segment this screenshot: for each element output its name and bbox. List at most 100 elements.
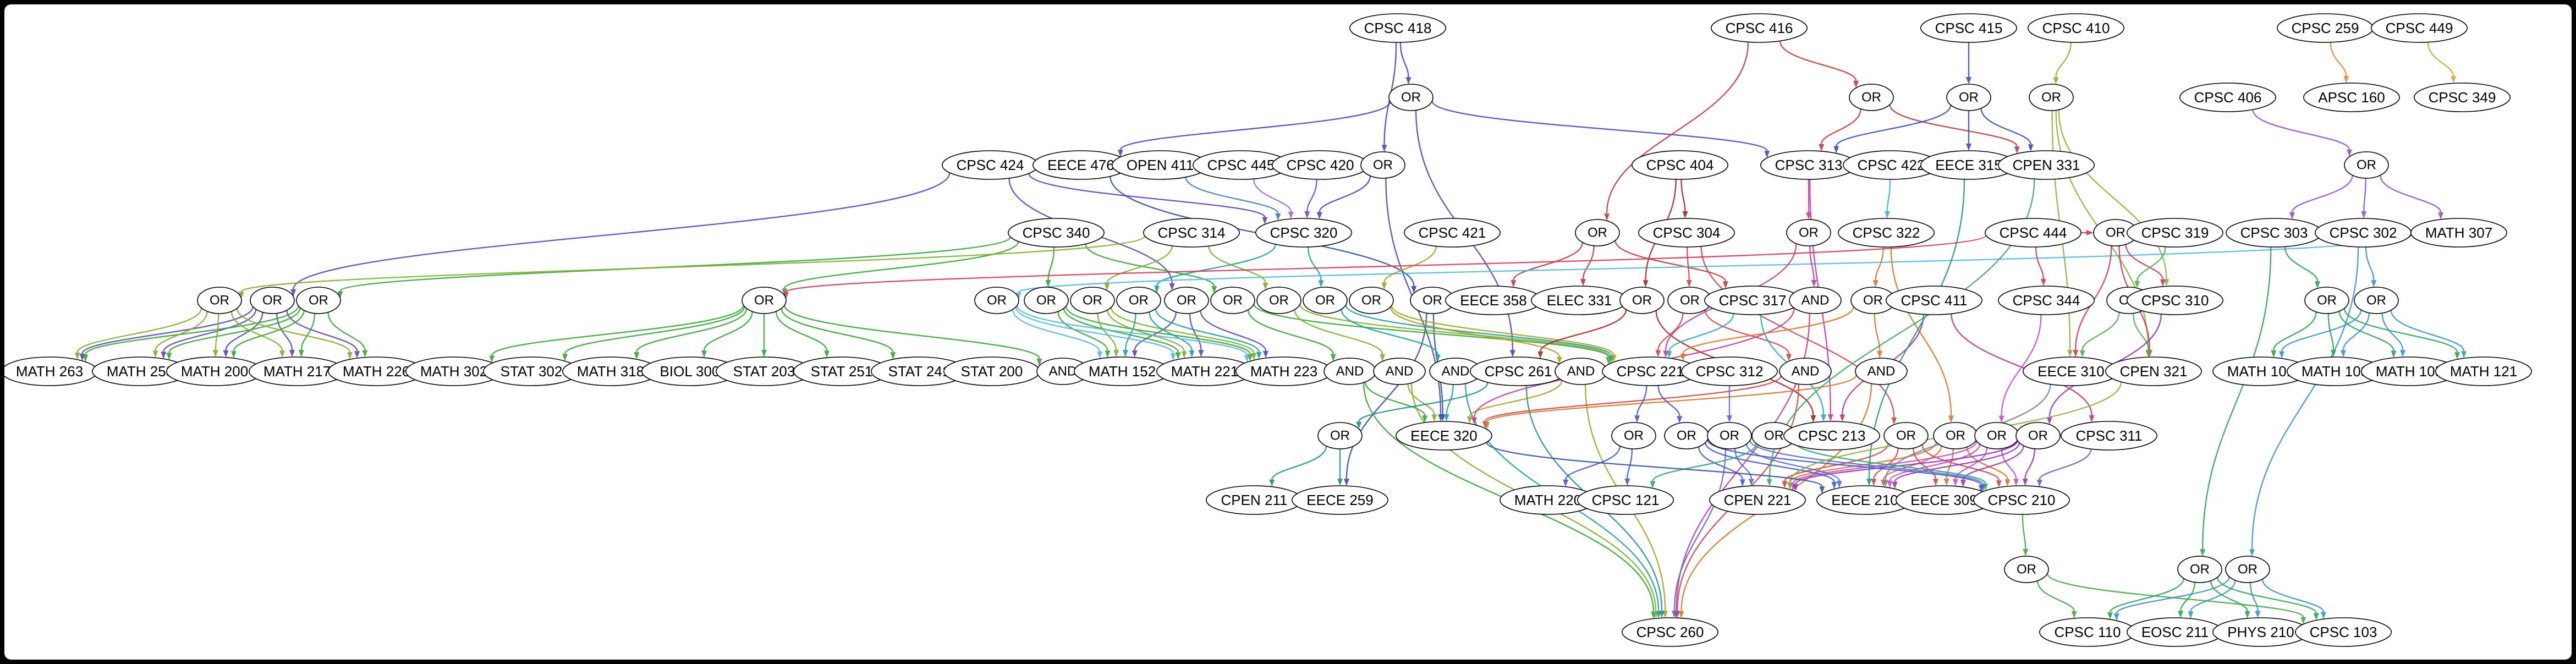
node-label-cpsc304: CPSC 304	[1653, 224, 1721, 241]
edge-or310b-eece210	[1892, 442, 2020, 489]
node-label-or410: OR	[2041, 90, 2061, 105]
node-eece310: EECE 310	[2023, 356, 2120, 386]
node-cpsc415: CPSC 415	[1920, 13, 2018, 43]
node-cpsc410: CPSC 410	[2028, 13, 2125, 43]
edge-or302b-math105	[2381, 313, 2405, 358]
edge-ora-math221	[1015, 306, 1176, 361]
node-label-cpsc260: CPSC 260	[1636, 624, 1704, 640]
node-math200: MATH 200	[166, 356, 263, 386]
node-label-and313: AND	[1801, 293, 1830, 308]
edge-or313-and313	[1809, 245, 1817, 287]
edge-ande-eece320	[1466, 380, 1563, 424]
edge-or213a-cpsc121	[1650, 443, 1757, 489]
edge-or344b-cpsc210	[2001, 448, 2019, 486]
node-or221a: OR	[1611, 422, 1656, 449]
node-label-or312: OR	[1720, 429, 1739, 443]
edge-orstat-stat302	[562, 306, 745, 361]
node-label-math121: MATH 121	[2450, 363, 2517, 380]
edge-or418-cpsc313	[1431, 101, 1770, 158]
node-orstat: OR	[742, 287, 787, 314]
node-label-cpsc261: CPSC 261	[1485, 363, 1552, 380]
node-ora: OR	[974, 287, 1019, 314]
edge-orstat-stat241	[781, 308, 896, 360]
edge-cpsc422-cpsc322	[1884, 179, 1891, 218]
edge-ord-math223	[1155, 309, 1262, 359]
node-orb: OR	[1024, 287, 1069, 314]
node-label-open411: OPEN 411	[1127, 157, 1194, 173]
edge-or261-cpen211	[1269, 446, 1327, 487]
node-label-cpsc312: CPSC 312	[1696, 363, 1764, 380]
edge-or406-cpsc303	[2289, 175, 2353, 219]
node-cpsc420: CPSC 420	[1272, 150, 1369, 180]
node-label-cpsc415: CPSC 415	[1935, 20, 2003, 36]
node-label-orl: OR	[1680, 293, 1700, 308]
edge-ord-math152	[1123, 313, 1136, 358]
node-label-or210: OR	[2017, 562, 2036, 577]
edge-or310b-eece309	[1960, 445, 2024, 487]
node-label-cpsc259: CPSC 259	[2292, 20, 2359, 36]
edge-or221a-math220	[1563, 446, 1621, 487]
node-math103: MATH 103	[2286, 356, 2383, 386]
node-or418: OR	[1388, 84, 1433, 111]
node-andb: AND	[1323, 358, 1376, 385]
node-cpsc416: CPSC 416	[1711, 13, 1808, 43]
node-cpsc411: CPSC 411	[1886, 286, 1983, 315]
node-cpsc314: CPSC 314	[1143, 218, 1240, 248]
edge-or302b-math101	[2279, 310, 2362, 359]
node-label-or418b: OR	[1373, 158, 1393, 173]
edge-orm1-math253	[152, 311, 208, 358]
edge-or304b-eece210	[1871, 448, 1899, 486]
edge-cpsc322-or322	[1872, 246, 1885, 288]
edge-cpsc317-cpsc221	[1666, 313, 1734, 359]
node-label-or302b: OR	[2366, 293, 2386, 308]
edge-orstat-anda	[784, 305, 1042, 366]
node-cpen221: CPEN 221	[1709, 485, 1806, 515]
node-phys210: PHYS 210	[2212, 617, 2310, 647]
edge-eece320-eece210	[1486, 442, 1825, 494]
edge-or415-cpsc313	[1833, 105, 1952, 153]
edge-orstat-biol300	[701, 311, 753, 358]
node-label-phys210: PHYS 210	[2227, 624, 2294, 640]
node-math121: MATH 121	[2435, 356, 2532, 386]
node-label-cpen321: CPEN 321	[2120, 363, 2188, 380]
node-or210: OR	[2004, 556, 2049, 583]
node-stat241: STAT 241	[871, 356, 968, 386]
edge-cpsc416-or416	[1779, 41, 1859, 88]
node-ork: OR	[1619, 287, 1665, 314]
edge-cpsc444-orstat	[783, 234, 1987, 299]
node-label-cpsc121: CPSC 121	[1592, 492, 1660, 508]
node-label-biol300: BIOL 300	[660, 363, 720, 380]
node-label-cpsc420: CPSC 420	[1287, 157, 1354, 173]
node-stat203: STAT 203	[716, 356, 813, 386]
edge-ora-math223	[1016, 305, 1250, 363]
node-label-or310b: OR	[2028, 429, 2048, 443]
edge-orb-math152	[1057, 311, 1111, 358]
node-cpsc213: CPSC 213	[1783, 421, 1881, 451]
node-label-cpsc344: CPSC 344	[2013, 292, 2080, 309]
node-label-eece259: EECE 259	[1306, 492, 1373, 508]
edge-or322b-cpsc210	[1966, 447, 2011, 487]
node-label-math152: MATH 152	[1089, 363, 1156, 380]
node-cpsc344: CPSC 344	[1998, 286, 2095, 315]
edge-cpsc445-cpsc320	[1253, 178, 1294, 219]
node-label-or416: OR	[1861, 90, 1881, 105]
node-cpsc444: CPSC 444	[1985, 218, 2082, 248]
node-or312: OR	[1707, 422, 1752, 449]
node-cpsc322: CPSC 322	[1838, 218, 1935, 248]
edge-cpsc406-or406	[2252, 109, 2352, 157]
node-cpsc260: CPSC 260	[1622, 617, 1719, 647]
edge-cpsc410-or410	[2053, 42, 2072, 85]
edge-cpsc311-cpsc210	[2036, 448, 2092, 487]
node-label-math223: MATH 223	[1250, 363, 1317, 380]
node-label-cpsc302: CPSC 302	[2330, 224, 2397, 241]
edge-or302a-math105	[2338, 311, 2397, 358]
node-label-cpsc322: CPSC 322	[1853, 224, 1920, 241]
node-label-stat251: STAT 251	[811, 363, 873, 380]
node-orm1: OR	[197, 287, 242, 314]
edge-or415-eece315	[1966, 111, 1971, 151]
edge-or322-andg	[1874, 313, 1883, 358]
node-label-math220: MATH 220	[1514, 492, 1581, 508]
edge-orstat-math318	[634, 308, 748, 360]
edge-orm3-math217	[298, 313, 316, 358]
